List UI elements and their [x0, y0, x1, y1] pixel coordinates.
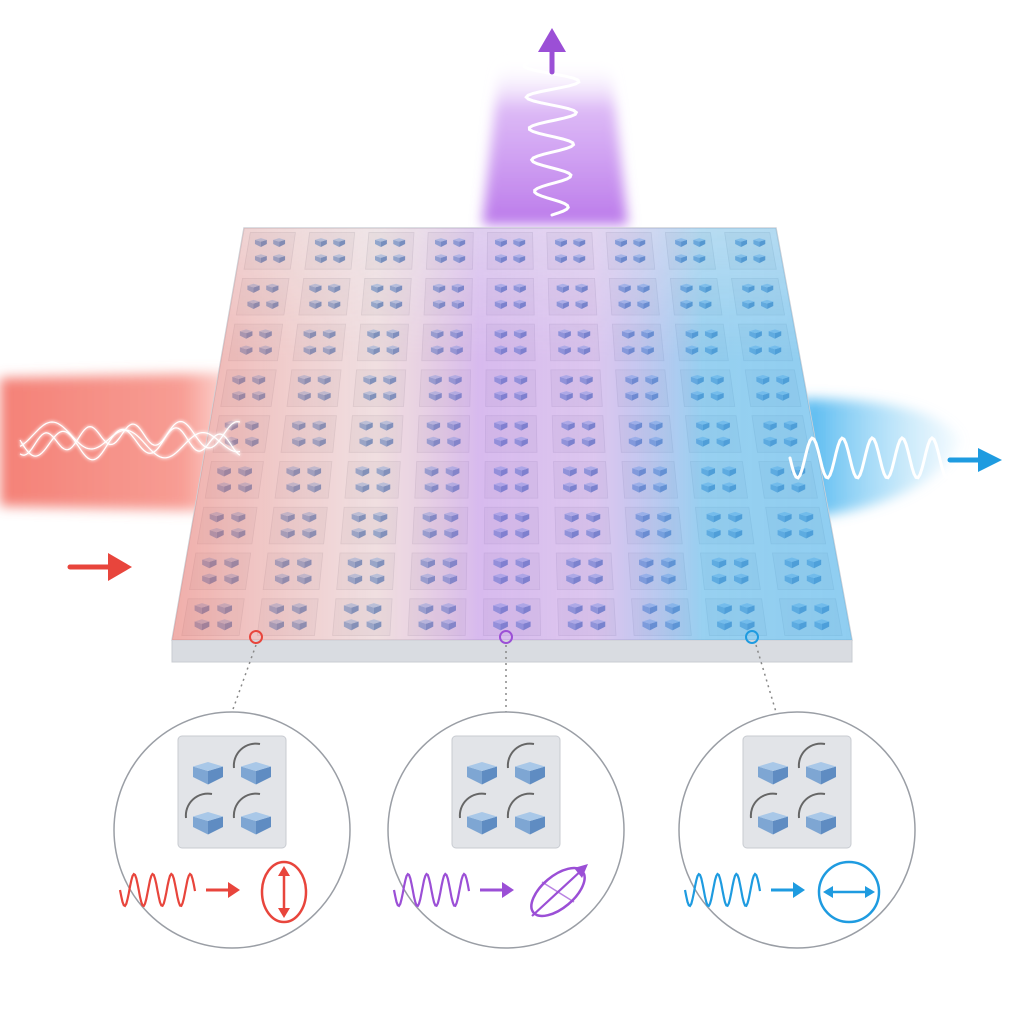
inset-panels: [114, 712, 915, 948]
inset-blue: [679, 712, 915, 948]
inset-purple: [388, 712, 624, 948]
inset-red: [114, 712, 350, 948]
arrow-input-icon: [70, 553, 132, 581]
arrow-right-icon: [950, 448, 1002, 472]
beam-color-overlay: [172, 228, 852, 640]
